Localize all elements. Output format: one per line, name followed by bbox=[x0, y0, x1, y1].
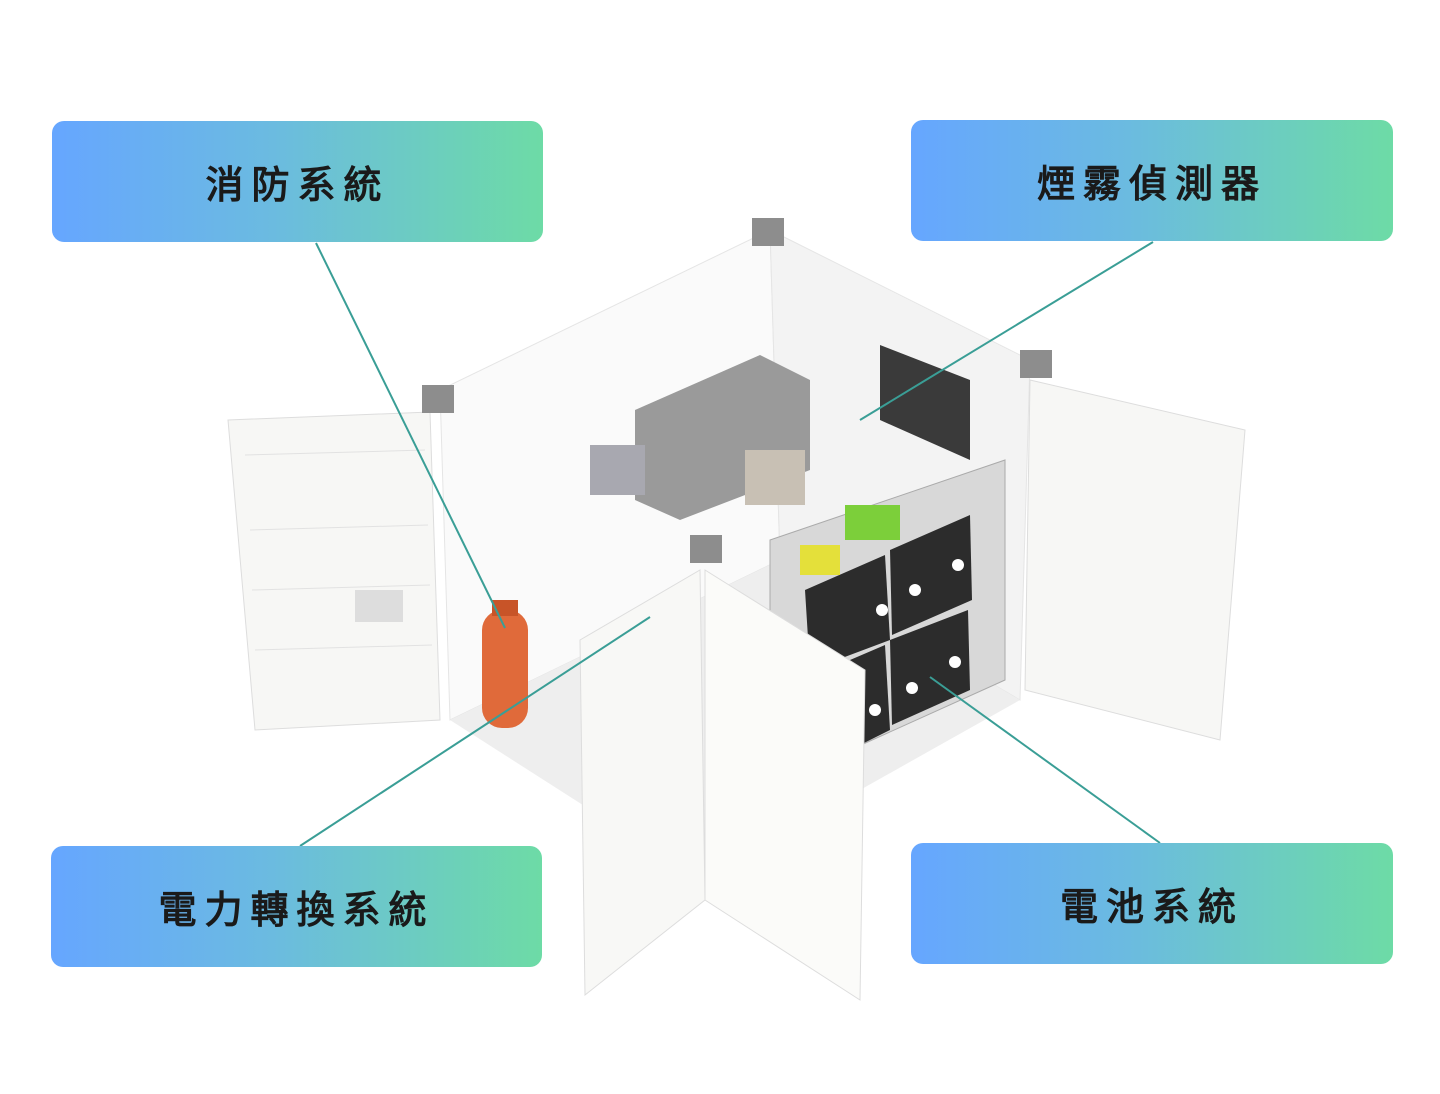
power-leader-line bbox=[299, 616, 651, 847]
fire-system-text: 消防系統 bbox=[205, 163, 390, 207]
power-conversion-label: 電力轉換系統 bbox=[51, 846, 542, 967]
fire-leader-line bbox=[315, 242, 506, 629]
fire-extinguisher bbox=[482, 610, 528, 728]
battery-leader-line bbox=[929, 676, 1161, 844]
smoke-detector-label: 煙霧偵測器 bbox=[911, 120, 1393, 241]
fire-system-label: 消防系統 bbox=[52, 121, 543, 242]
battery-system-text: 電池系統 bbox=[1059, 885, 1244, 929]
front-door-right bbox=[704, 569, 866, 1001]
control-box bbox=[590, 445, 645, 495]
smoke-detector-text: 煙霧偵測器 bbox=[1036, 162, 1267, 206]
right-door bbox=[1024, 379, 1246, 741]
left-door bbox=[227, 411, 441, 731]
battery-system-label: 電池系統 bbox=[911, 843, 1393, 964]
vent-grille bbox=[355, 590, 403, 622]
power-conversion-text: 電力轉換系統 bbox=[158, 888, 435, 932]
smoke-leader-line bbox=[859, 241, 1154, 421]
battery-modules bbox=[805, 515, 972, 745]
front-door-left bbox=[579, 569, 706, 997]
smoke-detector-module bbox=[880, 345, 970, 460]
